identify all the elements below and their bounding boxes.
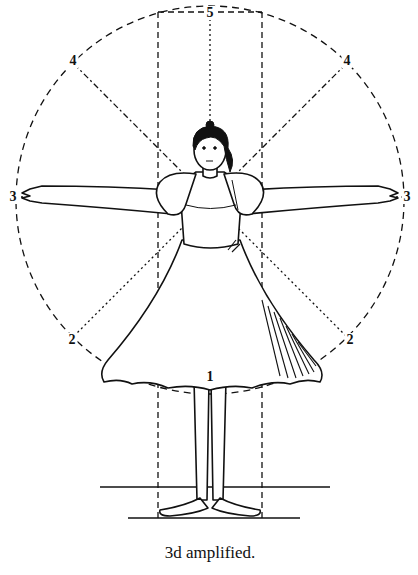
sleeve (224, 173, 264, 215)
left-foot (160, 498, 208, 516)
callout-number: 1 (205, 370, 216, 384)
skirt-shading (228, 240, 316, 378)
right-leg (211, 380, 226, 500)
sleeve (156, 173, 196, 215)
mouth (206, 161, 213, 162)
left-leg (194, 380, 209, 500)
right-foot (212, 498, 260, 516)
callout-number: 5 (205, 6, 216, 20)
callout-number: 4 (342, 54, 353, 68)
skirt (102, 240, 322, 390)
guide-line (74, 64, 200, 190)
eye (214, 147, 217, 150)
guide-line (220, 64, 346, 190)
hair (193, 126, 233, 172)
right-arm (248, 186, 398, 214)
callout-number: 3 (8, 190, 19, 204)
eye (203, 147, 206, 150)
left-arm (22, 186, 172, 214)
hair-bun (206, 121, 214, 129)
guide-line (261, 12, 262, 522)
callout-number: 2 (345, 333, 356, 347)
position-circle (16, 6, 404, 394)
callout-number: 3 (402, 190, 413, 204)
figure-caption: 3d amplified. (165, 543, 256, 563)
floor-line (128, 517, 300, 519)
callout-number: 2 (67, 333, 78, 347)
callout-number: 4 (68, 54, 79, 68)
bodice-detail (186, 180, 238, 210)
guide-line (157, 12, 158, 522)
